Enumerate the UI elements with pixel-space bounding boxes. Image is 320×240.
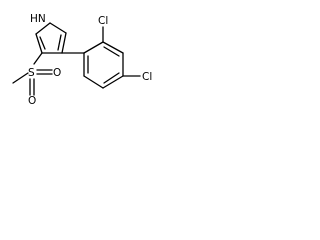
phenyl-ring: [83, 41, 124, 89]
bond-c4-c5-double: [39, 36, 46, 50]
bond-ar1: [83, 41, 104, 54]
atom-oxygen-bottom-label: O: [28, 95, 36, 107]
bond-ar5: [83, 75, 104, 89]
pyrrole-ring: [35, 22, 67, 54]
bond-sulfur-methyl: [12, 72, 29, 84]
atom-chlorine-ortho-label: Cl: [98, 15, 108, 27]
bond-ar4-double: [103, 72, 120, 84]
atom-oxygen-right-label: O: [53, 67, 61, 79]
atom-chlorine-para-label: Cl: [142, 71, 152, 83]
bond-c2-c3: [61, 32, 67, 54]
atom-nh-label: HN: [30, 13, 46, 25]
structure-canvas: HN Cl Cl S O O: [0, 0, 198, 135]
bond-c2-c3-double: [57, 34, 62, 51]
molecule-diagram: HN Cl Cl S O O: [12, 13, 152, 107]
bond-ar4: [102, 75, 124, 89]
atom-sulfur-label: S: [28, 67, 35, 79]
bond-ar2-double: [103, 46, 120, 57]
bond-ring-sulfur: [33, 52, 43, 65]
bond-c4-c5: [35, 33, 43, 54]
bond-c5-n1: [35, 22, 51, 35]
bond-ar2: [102, 41, 124, 54]
bond-n1-c2: [49, 22, 67, 34]
